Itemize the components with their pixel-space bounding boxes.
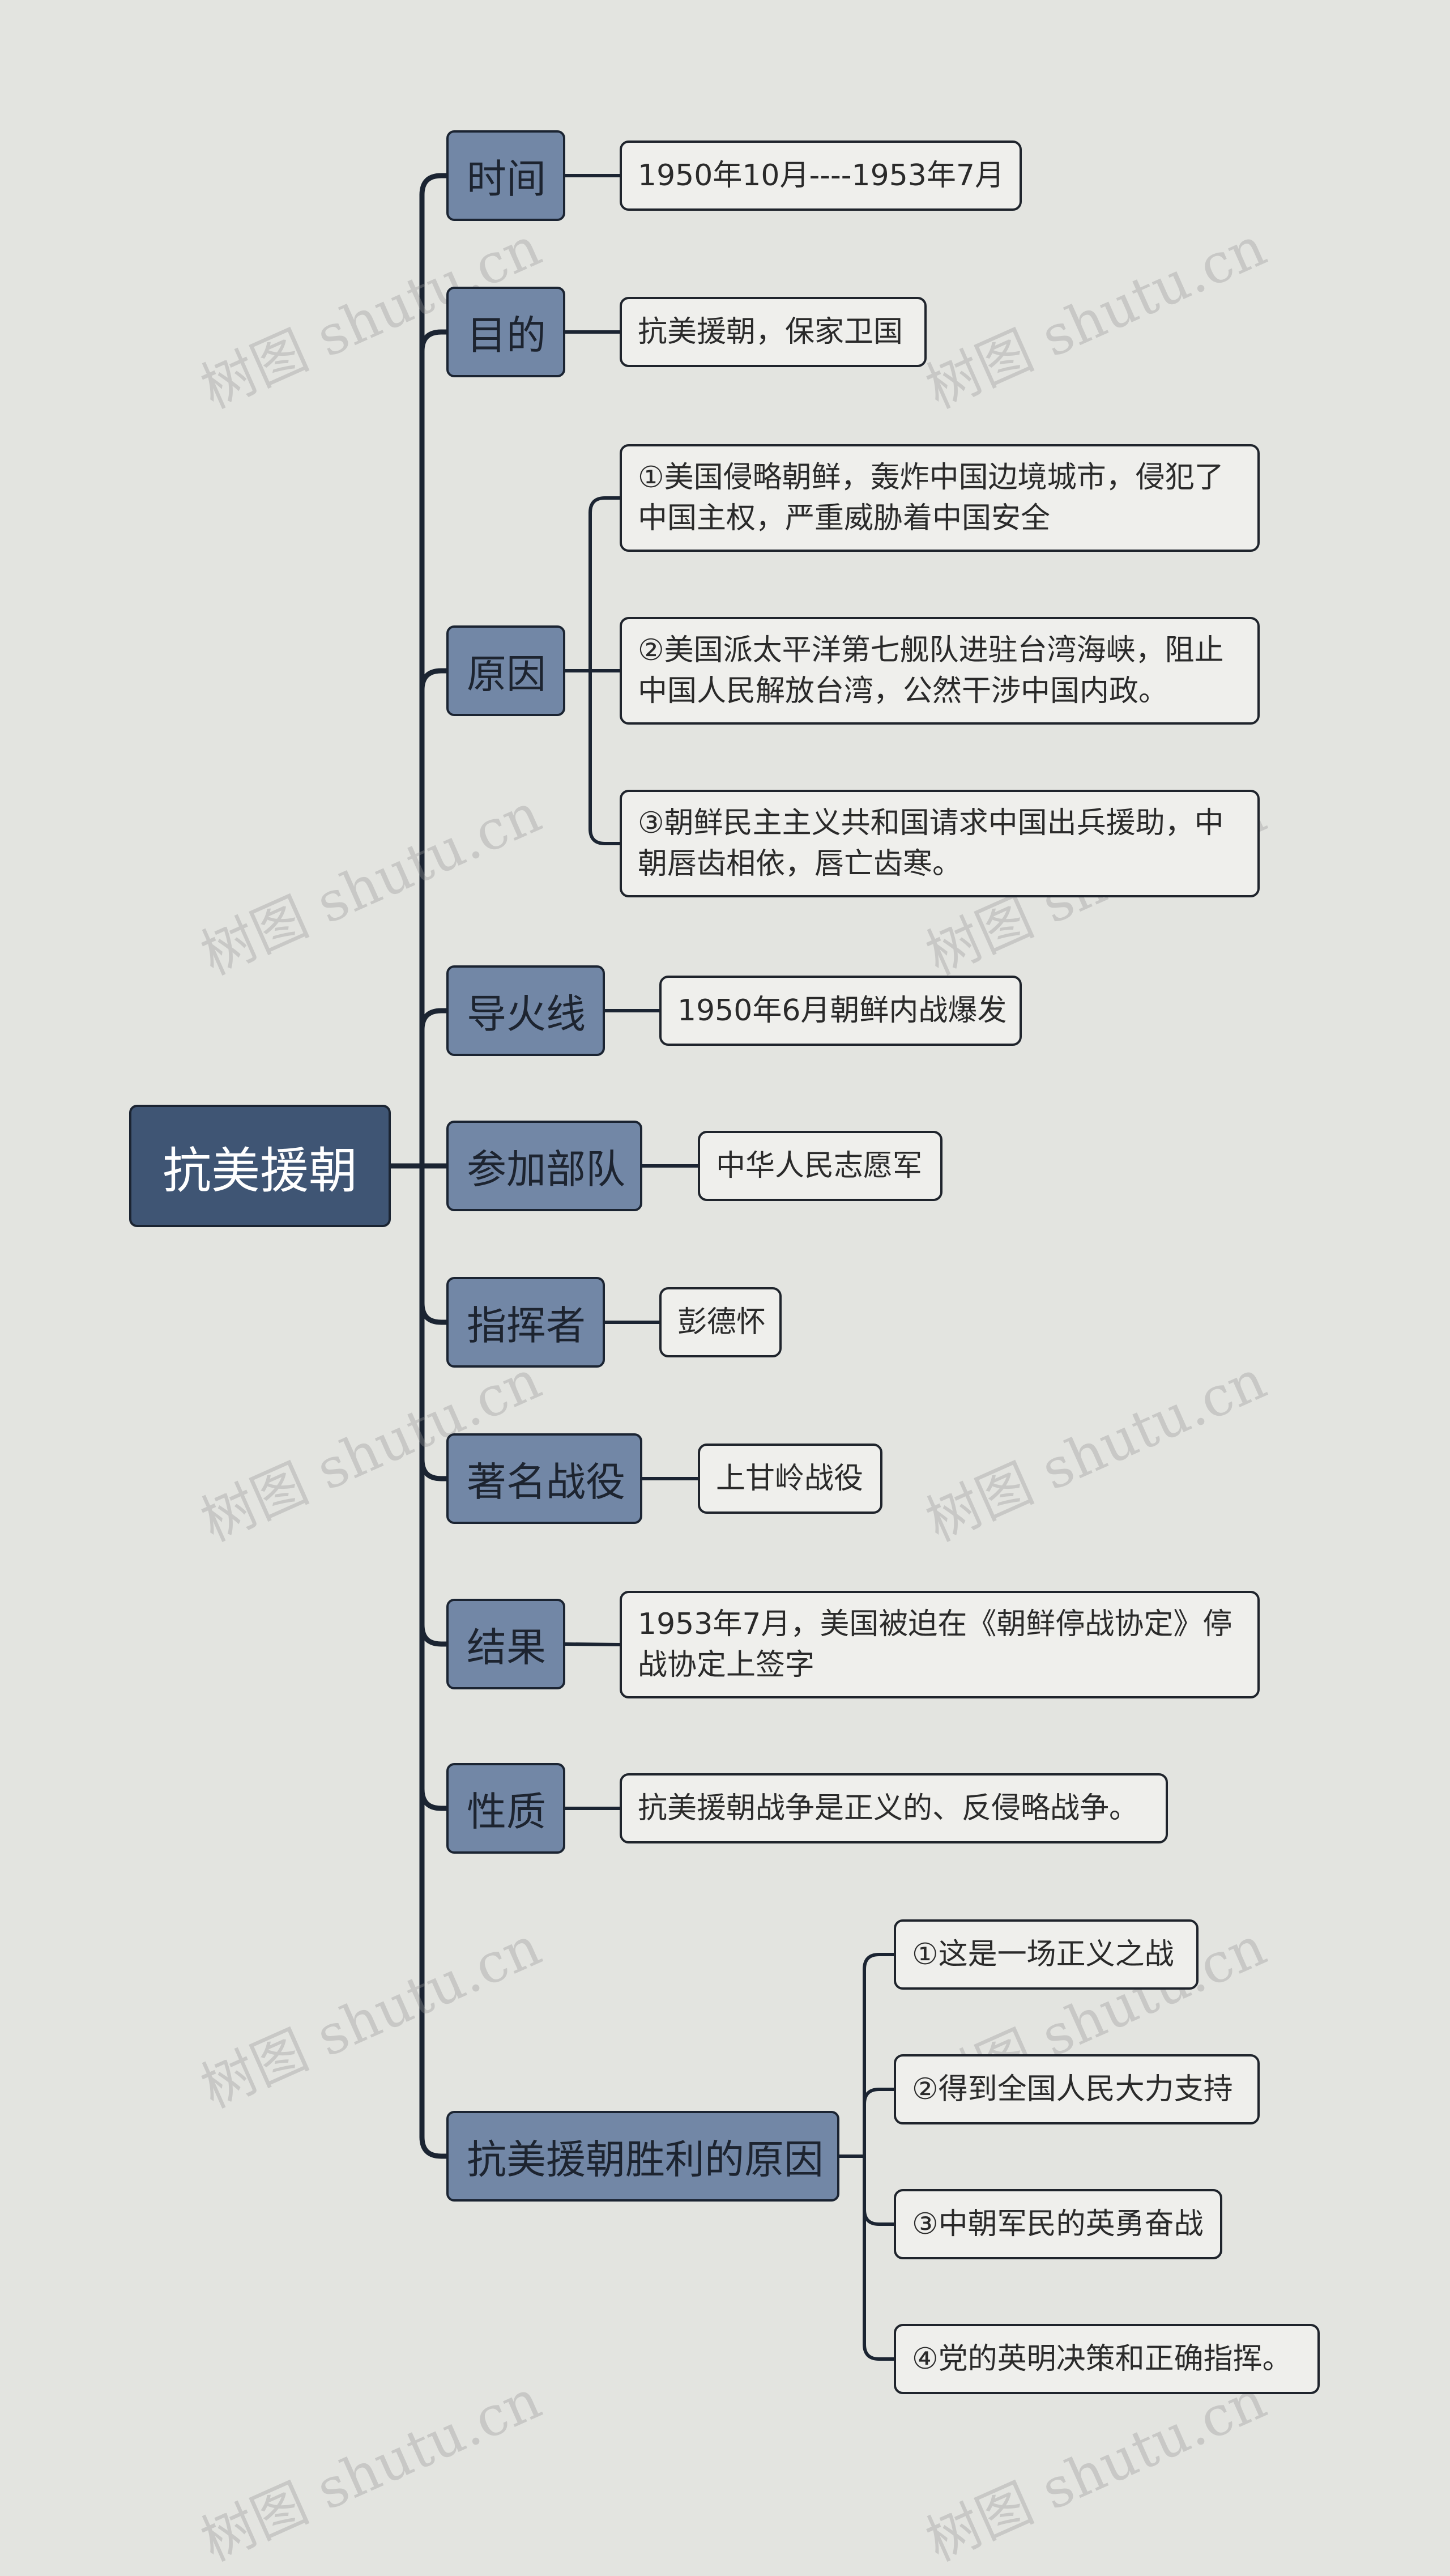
branch-node-reason[interactable]: 原因 — [446, 625, 565, 716]
branch-node-trigger[interactable]: 导火线 — [446, 965, 605, 1056]
connector-line — [419, 1008, 449, 1033]
leaf-node[interactable]: 1953年7月，美国被迫在《朝鲜停战协定》停战协定上签字 — [620, 1591, 1260, 1698]
leaf-node[interactable]: ③朝鲜民主主义共和国请求中国出兵援助，中朝唇齿相依，唇亡齿寒。 — [620, 790, 1260, 897]
connector-line — [419, 1300, 449, 1325]
leaf-node[interactable]: ④党的英明决策和正确指挥。 — [894, 2324, 1320, 2394]
branch-node-result[interactable]: 结果 — [446, 1599, 565, 1689]
connector-line — [419, 329, 449, 354]
leaf-node[interactable]: 抗美援朝战争是正义的、反侵略战争。 — [620, 1773, 1168, 1843]
branch-node-time[interactable]: 时间 — [446, 130, 565, 221]
branch-node-nature[interactable]: 性质 — [446, 1763, 565, 1854]
connector-line — [863, 2088, 895, 2106]
connector-line — [588, 496, 621, 514]
leaf-node[interactable]: 1950年10月----1953年7月 — [620, 140, 1022, 211]
leaf-node[interactable]: ①这是一场正义之战 — [894, 1919, 1199, 1990]
connector-line — [863, 1953, 895, 1971]
connector-line — [863, 2208, 895, 2226]
branch-node-commander[interactable]: 指挥者 — [446, 1277, 605, 1368]
connector-line — [419, 173, 449, 198]
leaf-node[interactable]: ③中朝军民的英勇奋战 — [894, 2189, 1222, 2259]
leaf-node[interactable]: 彭德怀 — [659, 1287, 782, 1357]
leaf-node[interactable]: 中华人民志愿军 — [698, 1131, 942, 1201]
connector-line — [419, 668, 449, 693]
branch-node-troops[interactable]: 参加部队 — [446, 1121, 642, 1211]
connector-line — [863, 2343, 895, 2361]
connector-line — [419, 1786, 449, 1811]
leaf-node[interactable]: 1950年6月朝鲜内战爆发 — [659, 976, 1022, 1046]
connector-line — [419, 1622, 449, 1647]
leaf-node[interactable]: 抗美援朝，保家卫国 — [620, 297, 927, 367]
leaf-node[interactable]: 上甘岭战役 — [698, 1444, 882, 1514]
branch-node-battle[interactable]: 著名战役 — [446, 1433, 642, 1524]
leaf-node[interactable]: ①美国侵略朝鲜，轰炸中国边境城市，侵犯了中国主权，严重威胁着中国安全 — [620, 444, 1260, 552]
connector-line — [588, 827, 621, 845]
leaf-node[interactable]: ②得到全国人民大力支持 — [894, 2054, 1260, 2124]
connector-line — [419, 2134, 449, 2159]
mind-map: 树图 shutu.cn 树图 shutu.cn 树图 shutu.cn 树图 s… — [129, 130, 1320, 2573]
branch-node-purpose[interactable]: 目的 — [446, 287, 565, 377]
branch-node-victory-reasons[interactable]: 抗美援朝胜利的原因 — [446, 2111, 839, 2202]
connector-lines — [388, 173, 895, 2361]
connector-line — [419, 1457, 449, 1481]
connector-line — [564, 1642, 621, 1646]
leaf-node[interactable]: ②美国派太平洋第七舰队进驻台湾海峡，阻止中国人民解放台湾，公然干涉中国内政。 — [620, 617, 1260, 725]
root-node[interactable]: 抗美援朝 — [129, 1105, 391, 1227]
